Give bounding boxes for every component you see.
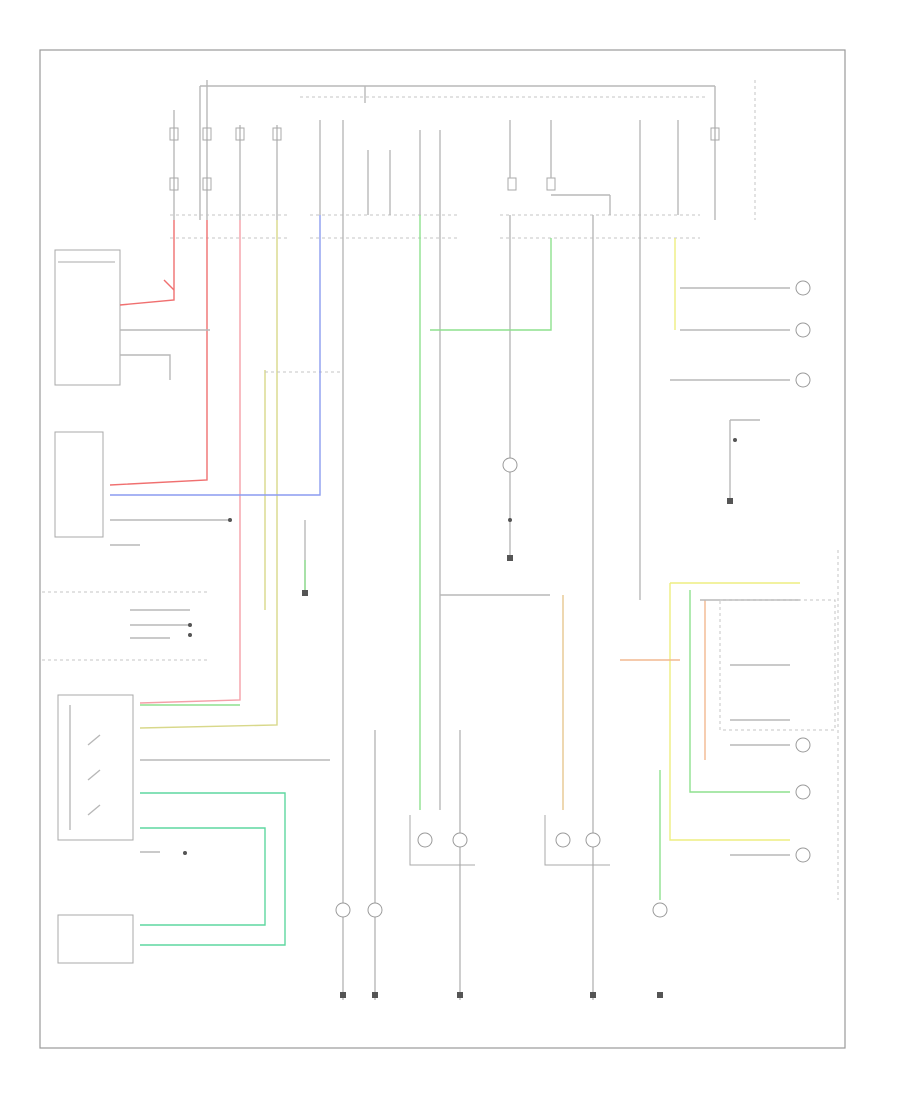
- lamp-icon: [555, 832, 571, 848]
- green-wires: [140, 215, 790, 946]
- connector-row: [170, 214, 700, 239]
- left-modules: [42, 249, 210, 964]
- lamp-icon: [652, 902, 668, 918]
- ground-icon: [590, 992, 596, 998]
- diagram-frame: [39, 49, 846, 1049]
- red-feed-wires: [109, 220, 241, 704]
- ground-icon: [372, 992, 378, 998]
- lamp-icon: [585, 832, 601, 848]
- lamp-icon: [795, 784, 811, 800]
- lamp-icon: [795, 372, 811, 388]
- lamps: [335, 280, 811, 918]
- switch-contact-icon: [87, 734, 101, 746]
- steering-control-box: [57, 914, 134, 964]
- blue-wire: [110, 215, 321, 496]
- fuse-row: [169, 127, 720, 191]
- ground-icon: [507, 555, 513, 561]
- headlamp-switch-box: [57, 694, 134, 841]
- grounds: [302, 498, 733, 998]
- lamp-icon: [795, 322, 811, 338]
- ground-icon: [340, 992, 346, 998]
- splice-dots: [183, 438, 737, 855]
- ground-icon: [457, 992, 463, 998]
- lamp-icon: [367, 902, 383, 918]
- ground-icon: [302, 590, 308, 596]
- lamp-icon: [795, 737, 811, 753]
- lamp-icon: [795, 847, 811, 863]
- lamp-icon: [502, 457, 518, 473]
- lamp-icon: [795, 280, 811, 296]
- olive-wires: [139, 220, 340, 729]
- right-modules: [719, 80, 839, 900]
- switch-contact-icon: [87, 769, 101, 781]
- front-control-module-box: [54, 249, 121, 386]
- ground-icon: [727, 498, 733, 504]
- power-bus: [173, 80, 716, 220]
- grey-mid-wires: [110, 215, 790, 1000]
- ground-icon: [657, 992, 663, 998]
- top-vertical-wires: [319, 120, 679, 215]
- lamp-holders: [409, 815, 610, 866]
- lamp-icon: [335, 902, 351, 918]
- lamp-icon: [452, 832, 468, 848]
- lamp-icon: [417, 832, 433, 848]
- switch-contacts: [69, 705, 101, 830]
- power-distribution-box: [54, 431, 104, 538]
- switch-contact-icon: [87, 804, 101, 816]
